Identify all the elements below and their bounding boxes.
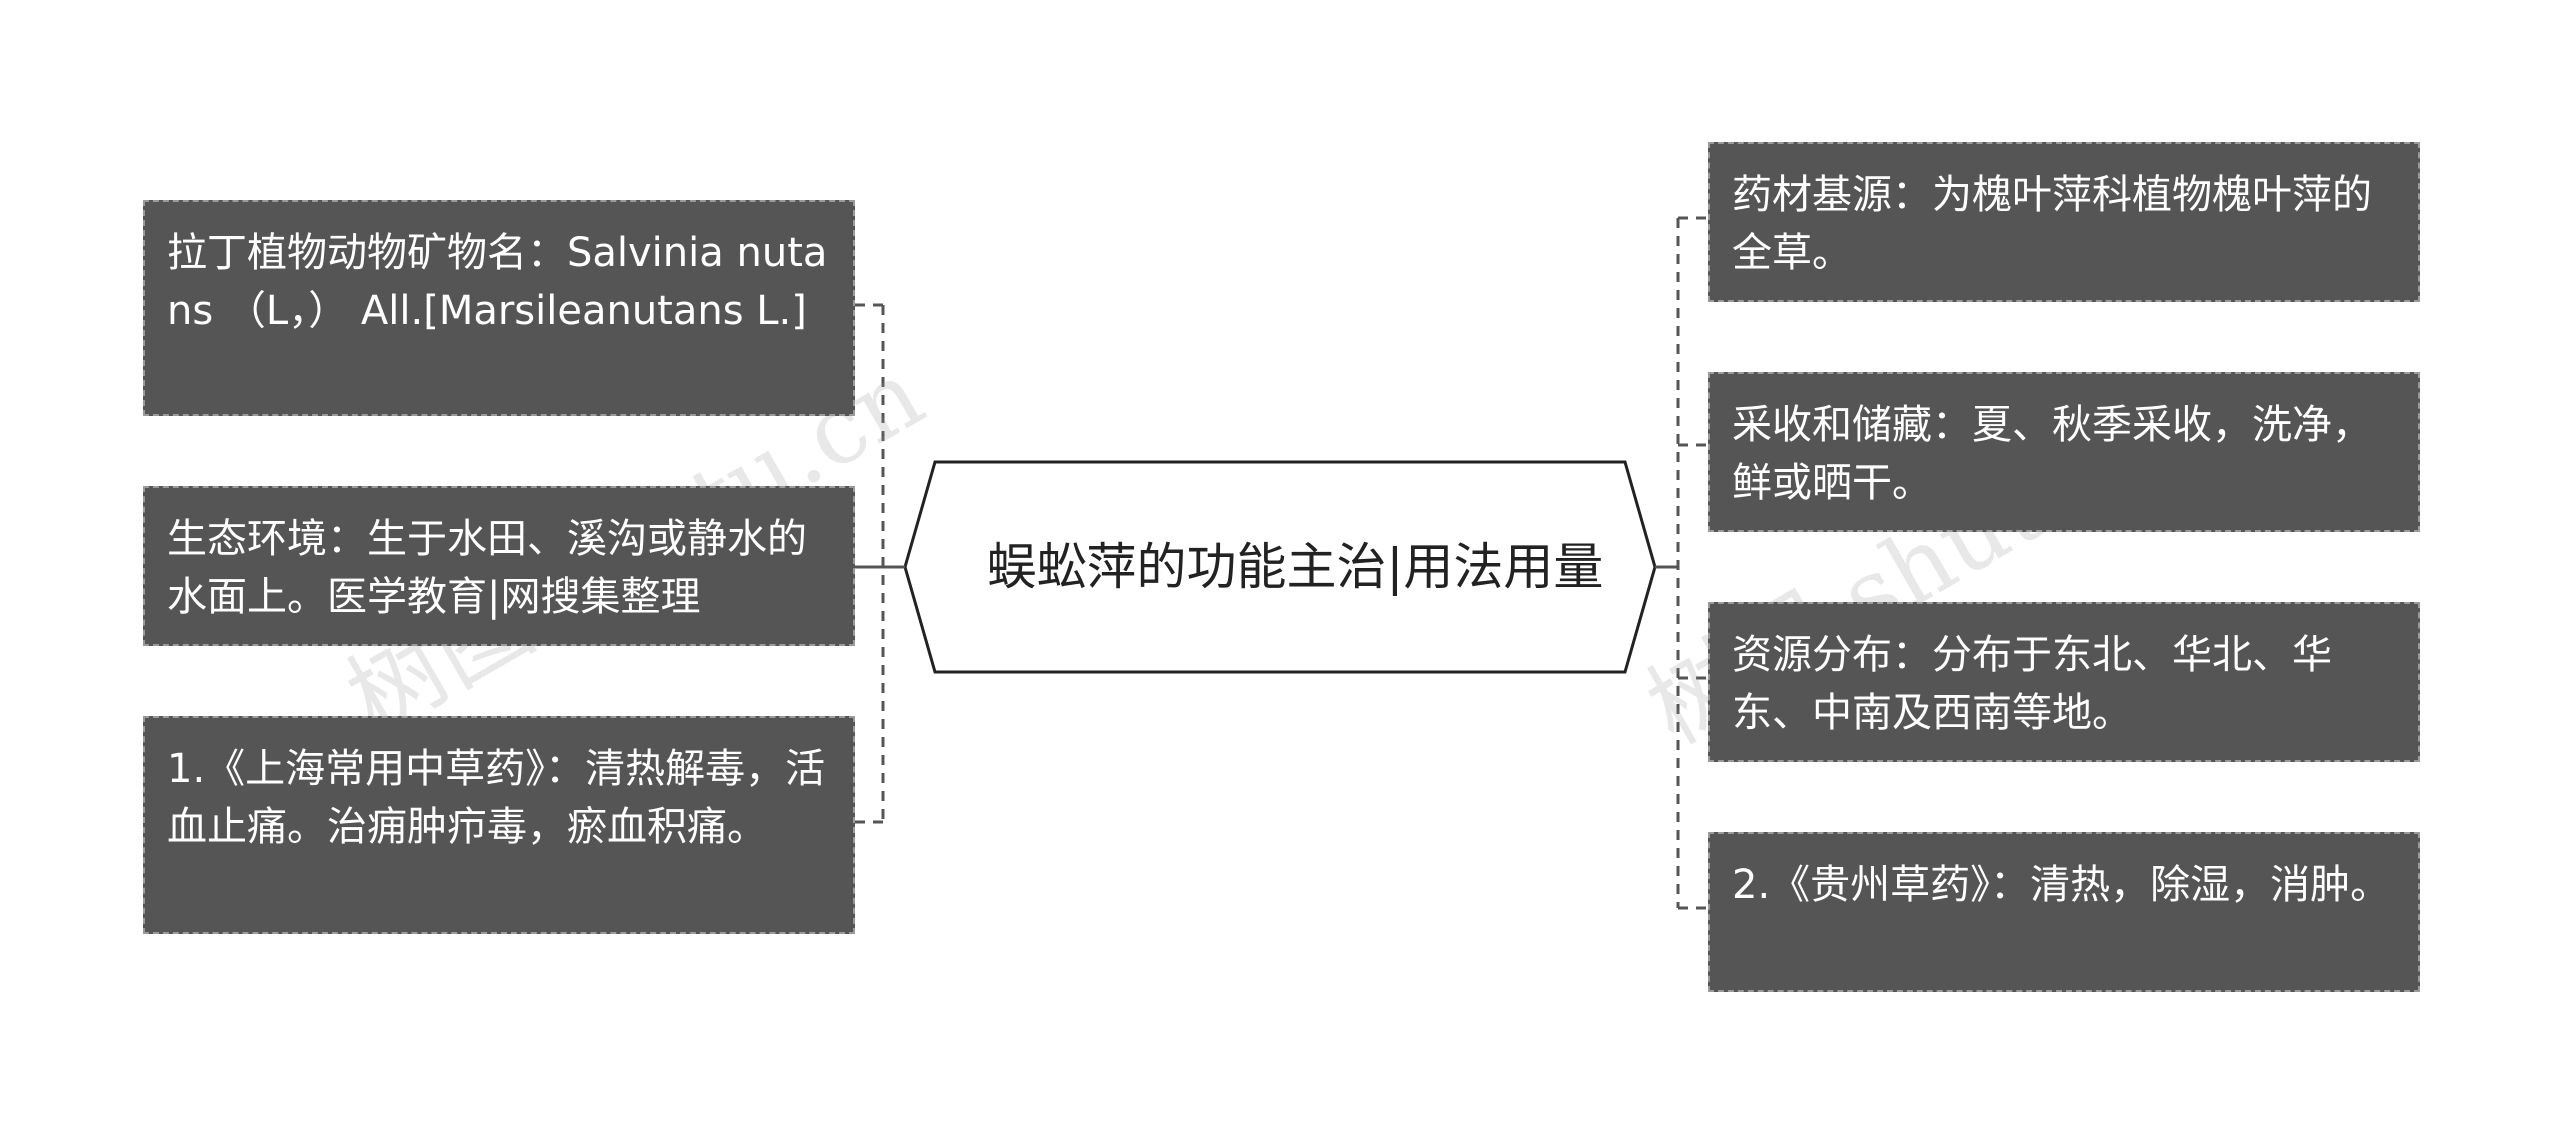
right-node-guizhou-herbs[interactable]: 2.《贵州草药》：清热，除湿，消肿。: [1708, 832, 2420, 992]
left-node-shanghai-herbs-text: 1.《上海常用中草药》：清热解毒，活血止痛。治痈肿疖毒，瘀血积痛。: [167, 746, 826, 850]
left-node-habitat[interactable]: 生态环境：生于水田、溪沟或静水的水面上。医学教育|网搜集整理: [143, 486, 855, 646]
right-node-distribution-text: 资源分布：分布于东北、华北、华东、中南及西南等地。: [1732, 632, 2332, 736]
right-node-harvest[interactable]: 采收和储藏：夏、秋季采收，洗净，鲜或晒干。: [1708, 372, 2420, 532]
right-node-distribution[interactable]: 资源分布：分布于东北、华北、华东、中南及西南等地。: [1708, 602, 2420, 762]
right-node-source[interactable]: 药材基源：为槐叶萍科植物槐叶萍的全草。: [1708, 142, 2420, 302]
left-node-latin-name[interactable]: 拉丁植物动物矿物名：Salvinia nutans （L，） All.[Mars…: [143, 200, 855, 416]
center-node-title: 蜈蚣萍的功能主治|用法用量: [986, 538, 1604, 596]
right-node-source-text: 药材基源：为槐叶萍科植物槐叶萍的全草。: [1732, 172, 2372, 276]
left-node-shanghai-herbs[interactable]: 1.《上海常用中草药》：清热解毒，活血止痛。治痈肿疖毒，瘀血积痛。: [143, 716, 855, 934]
left-connectors: [855, 303, 905, 824]
left-node-habitat-text: 生态环境：生于水田、溪沟或静水的水面上。医学教育|网搜集整理: [167, 516, 807, 620]
right-node-guizhou-herbs-text: 2.《贵州草药》：清热，除湿，消肿。: [1732, 862, 2391, 908]
right-node-harvest-text: 采收和储藏：夏、秋季采收，洗净，鲜或晒干。: [1732, 402, 2372, 506]
left-node-latin-name-text: 拉丁植物动物矿物名：Salvinia nutans （L，） All.[Mars…: [167, 230, 828, 334]
right-connectors: [1655, 216, 1708, 910]
center-node[interactable]: 蜈蚣萍的功能主治|用法用量: [935, 460, 1655, 674]
